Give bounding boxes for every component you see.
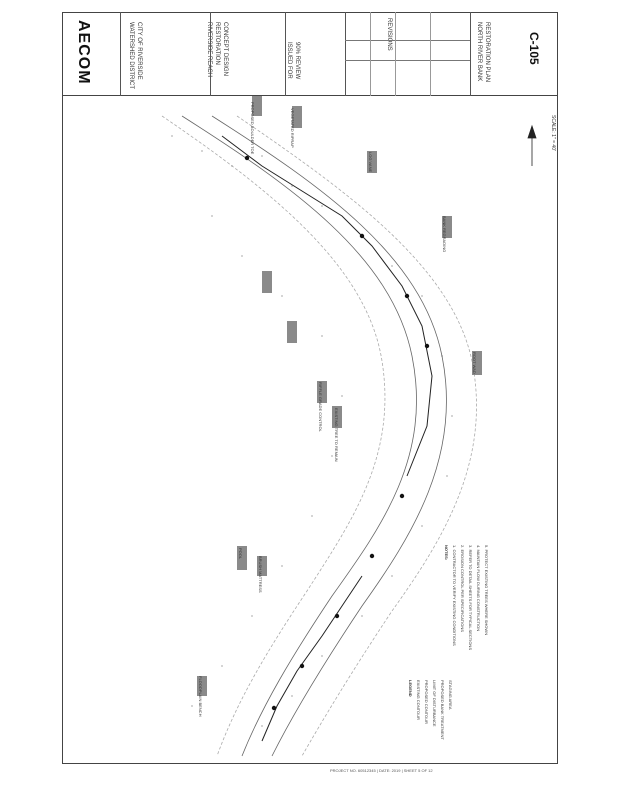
site-plan-drawing xyxy=(161,96,537,757)
revisions-label: REVISIONS xyxy=(386,18,392,51)
sheet-title-1: NORTH RIVER BANK xyxy=(476,22,482,82)
project-line-3: CONCEPT DESIGN xyxy=(222,22,228,76)
callout-label: VEGETATED RIPRAP xyxy=(290,108,295,148)
callout-label: EXISTING TREE TO REMAIN xyxy=(334,408,339,462)
tb-row-line xyxy=(345,40,470,41)
vegetation-texture xyxy=(171,135,453,727)
legend-item: PROPOSED CONTOUR xyxy=(424,680,429,724)
footer-text: PROJECT NO. 60512345 | DATE: 2019 | SHEE… xyxy=(330,768,433,773)
tb-divider xyxy=(345,12,346,96)
legend-item: STAGING AREA xyxy=(448,680,453,710)
callout-label: FLOODPLAIN BENCH xyxy=(198,676,203,717)
legend-item: EXISTING CONTOUR xyxy=(416,680,421,720)
callout-label: BANK REGRADING xyxy=(442,216,447,253)
callout-label: LOG VANE xyxy=(368,152,373,173)
tb-divider xyxy=(120,12,121,96)
drawing-sheet xyxy=(62,12,558,764)
sheet-title-2: RESTORATION PLAN xyxy=(484,22,490,83)
callout-label: PROPOSED BOULDER TOE xyxy=(250,102,255,155)
tb-divider xyxy=(210,12,211,96)
note-item: 4. MAINTAIN FLOW DURING CONSTRUCTION xyxy=(476,545,481,632)
legend-item: PROPOSED BANK TREATMENT xyxy=(440,680,445,740)
tb-divider xyxy=(285,12,286,96)
project-line-1: RIVERSIDE REACH xyxy=(206,22,212,78)
tb-grid-line xyxy=(430,12,431,96)
proposed-bank-treatment xyxy=(221,135,433,742)
legend-item: LIMIT OF DISTURBANCE xyxy=(432,680,437,727)
callout-label: ROOT WAD xyxy=(472,352,477,374)
callout-label: RIFFLE GRADE CONTROL xyxy=(318,382,323,432)
river-channel xyxy=(161,115,477,757)
tb-divider xyxy=(470,12,471,96)
callout-label: POOL xyxy=(238,548,243,560)
client-line-1: WATERSHED DISTRICT xyxy=(128,22,134,89)
note-item: 3. REFER TO DETAIL SHEETS FOR TYPICAL SE… xyxy=(468,545,473,650)
notes-heading: NOTES: xyxy=(444,545,449,561)
project-line-2: RESTORATION xyxy=(214,22,220,65)
callout-label: BRUSH MATTRESS xyxy=(258,556,263,593)
status-line-2: 90% REVIEW xyxy=(294,42,300,80)
north-arrow-icon xyxy=(527,124,537,166)
legend-heading: LEGEND xyxy=(408,680,413,697)
tb-grid-line xyxy=(370,12,371,96)
note-item: 2. EROSION CONTROL PER SPECIFICATIONS xyxy=(460,545,465,632)
note-item: 1. CONTRACTOR TO VERIFY EXISTING CONDITI… xyxy=(452,545,457,646)
tb-grid-line xyxy=(395,12,396,96)
client-line-2: CITY OF RIVERSIDE xyxy=(136,22,142,80)
structure-markers xyxy=(244,155,430,711)
sheet-number: C-105 xyxy=(527,32,541,65)
note-item: 5. PROTECT EXISTING TREES WHERE SHOWN xyxy=(484,545,489,636)
aecom-logo: AECOM xyxy=(75,20,92,85)
status-line-1: ISSUED FOR xyxy=(286,42,292,79)
title-block: AECOM WATERSHED DISTRICT CITY OF RIVERSI… xyxy=(62,12,558,96)
tb-row-line xyxy=(345,60,470,61)
callout-tabs xyxy=(197,96,482,696)
